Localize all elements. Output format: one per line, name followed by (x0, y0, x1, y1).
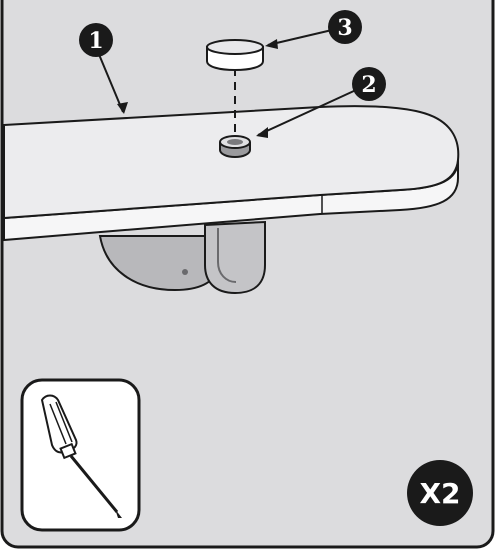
callout-1: 1 (79, 23, 113, 57)
tool-box (22, 380, 139, 530)
callout-2: 2 (352, 67, 386, 101)
quantity-badge-label: X2 (419, 477, 460, 510)
callout-3-label: 3 (337, 15, 352, 41)
screw-part (220, 136, 250, 157)
callout-3: 3 (328, 10, 362, 44)
callout-2-label: 2 (361, 72, 376, 98)
quantity-badge: X2 (407, 460, 473, 526)
cover-cap-part (207, 40, 263, 70)
callout-1-label: 1 (88, 28, 103, 54)
